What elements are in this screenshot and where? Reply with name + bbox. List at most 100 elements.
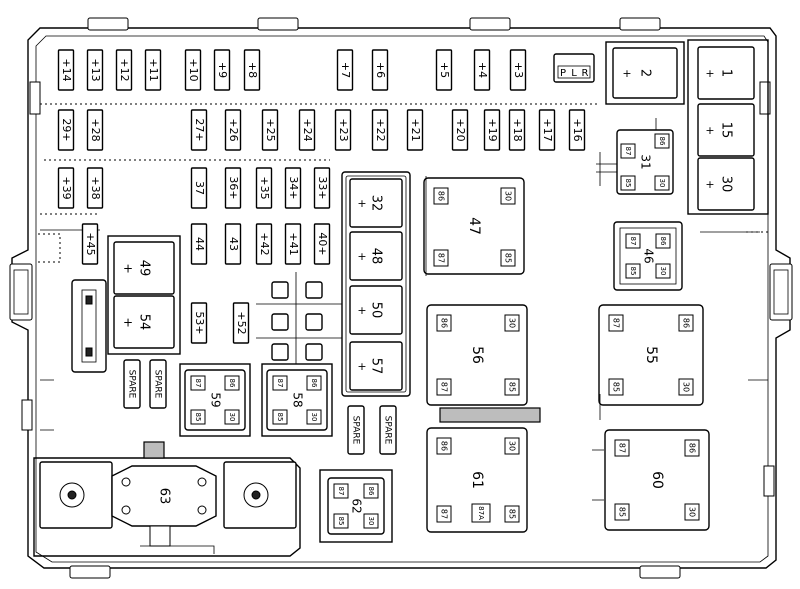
fuse[interactable]: +26 — [224, 109, 242, 151]
fuse[interactable]: +17 — [538, 109, 556, 151]
decorative-ridges — [40, 103, 768, 501]
fuse-label: 44 — [193, 237, 206, 251]
fuse[interactable]: 37 — [190, 167, 208, 209]
fuse-label: +38 — [89, 176, 102, 199]
cartridge-plus: + — [705, 178, 714, 191]
spare-fuse[interactable]: SPARE — [347, 405, 365, 455]
relay[interactable]: 87 86 85 30 55 — [598, 304, 704, 406]
fuse[interactable]: +23 — [334, 109, 352, 151]
mini-relay-pin: 30 — [367, 517, 375, 526]
cartridge-label: 30 — [719, 176, 734, 193]
fuse[interactable]: 43 — [224, 223, 242, 265]
fuse[interactable]: 53+ — [190, 302, 208, 344]
fuse-label: 53+ — [193, 311, 206, 334]
cartridge-fuse[interactable]: + 50 — [349, 285, 403, 335]
relay-pin: 87 — [618, 443, 627, 453]
fuse[interactable]: 29+ — [57, 109, 75, 151]
fuse[interactable]: +41 — [284, 223, 302, 265]
fuse[interactable]: +13 — [86, 49, 104, 91]
fuse[interactable]: +21 — [406, 109, 424, 151]
cartridge-fuse[interactable]: + 54 — [113, 295, 175, 349]
mini-relay[interactable]: 86 87 85 30 31 — [616, 129, 674, 195]
cartridge-plus: + — [357, 250, 366, 263]
mini-relay-pin: 85 — [624, 179, 632, 188]
fuse[interactable]: +20 — [451, 109, 469, 151]
relay[interactable]: 87 86 85 30 60 — [604, 429, 710, 531]
relays: 86 30 87 85 47 86 30 87 85 56 87 86 85 3… — [423, 177, 710, 533]
fuse-label: +25 — [264, 118, 277, 141]
fuse-label: +14 — [60, 58, 73, 81]
fuse-label: +11 — [147, 58, 160, 81]
fuse[interactable]: 40+ — [313, 223, 331, 265]
relay-pin: 87 — [440, 382, 449, 392]
relay-label: 60 — [649, 471, 665, 489]
mega-fuse[interactable]: 63 — [33, 441, 301, 557]
mini-relay-label: 59 — [209, 392, 223, 407]
fuse[interactable]: +10 — [184, 49, 202, 91]
fuse[interactable]: +52 — [232, 302, 250, 344]
fuse[interactable]: +6 — [371, 49, 389, 91]
fuse[interactable]: +28 — [86, 109, 104, 151]
cartridge-fuse[interactable]: + 1 — [697, 46, 755, 100]
cartridge-fuse[interactable]: + 57 — [349, 341, 403, 391]
fuse[interactable]: +25 — [261, 109, 279, 151]
fuse[interactable]: +45 — [81, 223, 99, 265]
mini-relay-pin: 85 — [337, 517, 345, 526]
fuse[interactable]: +9 — [213, 49, 231, 91]
relay[interactable]: 86 30 87 87A 85 61 — [426, 427, 528, 533]
cartridge-fuse[interactable]: + 32 — [349, 178, 403, 228]
fuse[interactable]: +12 — [115, 49, 133, 91]
mini-relay-pin: 87 — [629, 237, 637, 246]
cartridge-label: 2 — [638, 69, 653, 77]
fuse[interactable]: +14 — [57, 49, 75, 91]
fuse[interactable]: 33+ — [313, 167, 331, 209]
fuse-label: +39 — [60, 176, 73, 199]
fuse[interactable]: +8 — [243, 49, 261, 91]
cartridge-fuse[interactable]: + 48 — [349, 231, 403, 281]
relay[interactable]: 86 30 87 85 56 — [426, 304, 528, 406]
fuse-label: 29+ — [60, 118, 73, 141]
terminal-grid — [256, 272, 342, 364]
spare-fuse[interactable]: SPARE — [379, 405, 397, 455]
fuse-label: +18 — [511, 118, 524, 141]
cartridge-fuse[interactable]: + 2 — [612, 47, 678, 99]
mini-relay-pin: 87 — [194, 379, 202, 388]
fuse[interactable]: +38 — [86, 167, 104, 209]
fuse[interactable]: 34+ — [284, 167, 302, 209]
cartridge-fuses: + 2 + 1 + 15 + 30 + 49 + 54 — [107, 39, 769, 397]
fuse[interactable]: +39 — [57, 167, 75, 209]
fuse[interactable]: +42 — [255, 223, 273, 265]
fuse[interactable]: +3 — [509, 49, 527, 91]
fuse[interactable]: +22 — [371, 109, 389, 151]
cartridge-plus: + — [123, 262, 133, 276]
mini-relay[interactable]: 87 86 85 30 62 — [327, 477, 385, 535]
fuse[interactable]: +7 — [336, 49, 354, 91]
fuse[interactable]: +19 — [483, 109, 501, 151]
mini-relay[interactable]: 87 86 85 30 59 — [184, 369, 246, 431]
mini-relay-pin: 86 — [658, 137, 666, 146]
fuse[interactable]: +11 — [144, 49, 162, 91]
fuse[interactable]: +5 — [435, 49, 453, 91]
fuse-label: 37 — [193, 181, 206, 195]
fuse[interactable]: +24 — [298, 109, 316, 151]
spare-fuse[interactable]: SPARE — [149, 359, 167, 409]
spare-label: SPARE — [127, 370, 137, 399]
mini-relay[interactable]: 87 86 85 30 46 — [613, 221, 683, 291]
mini-relay[interactable]: 87 86 85 30 58 — [266, 369, 328, 431]
mini-relay-pin: 85 — [194, 413, 202, 422]
fuse[interactable]: 36+ — [224, 167, 242, 209]
fuse[interactable]: +16 — [568, 109, 586, 151]
spare-fuse[interactable]: SPARE — [123, 359, 141, 409]
cartridge-fuse[interactable]: + 15 — [697, 103, 755, 157]
relay[interactable]: 86 30 87 85 47 — [423, 177, 525, 275]
fuse[interactable]: +35 — [255, 167, 273, 209]
fuse-label: +24 — [301, 118, 314, 141]
fuse-label: +12 — [118, 58, 131, 81]
fuse[interactable]: +18 — [508, 109, 526, 151]
fuse[interactable]: 44 — [190, 223, 208, 265]
cartridge-fuse[interactable]: + 49 — [113, 241, 175, 295]
fuse[interactable]: +4 — [473, 49, 491, 91]
cartridge-fuse[interactable]: + 30 — [697, 157, 755, 211]
mini-relay-label: 31 — [639, 154, 653, 169]
fuse[interactable]: 27+ — [190, 109, 208, 151]
